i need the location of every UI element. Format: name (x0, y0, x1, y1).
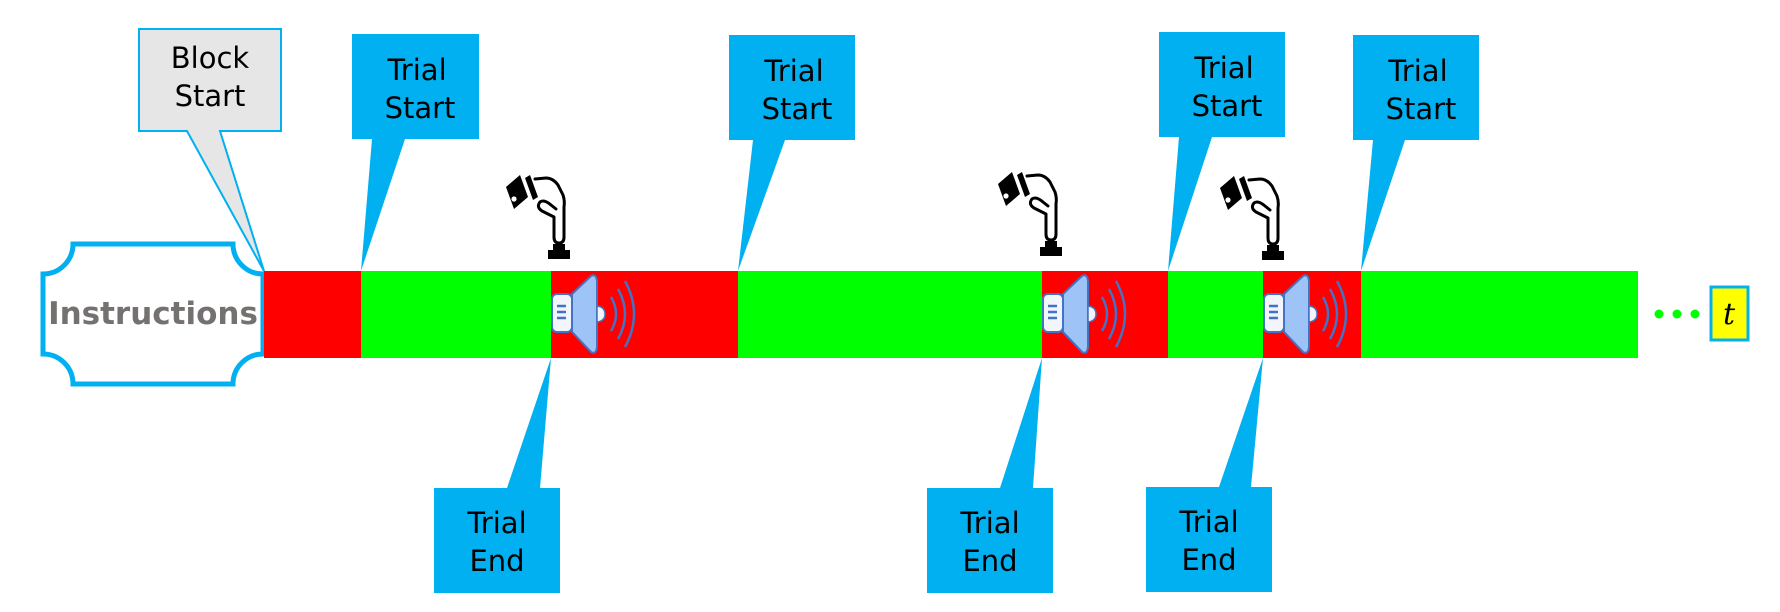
block-start-line1: Block (171, 41, 250, 75)
callout-line2: Start (1386, 92, 1457, 126)
callout-line1: Trial (1193, 51, 1253, 85)
callout-line1: Trial (466, 506, 526, 540)
callout-shape (434, 358, 560, 593)
callout-line1: Trial (1387, 54, 1447, 88)
hand-pressing-button-icon (996, 170, 1064, 258)
time-label-box (1709, 285, 1750, 342)
timeline-bar (264, 271, 1638, 358)
instructions-label: Instructions (48, 296, 258, 332)
hand-pressing-button-icon (504, 173, 572, 261)
segment-trial-3 (1168, 271, 1263, 358)
trial-start-callout-3: Trial Start (1159, 32, 1285, 271)
block-start-callout: Block Start (138, 28, 282, 272)
block-start-line2: Start (175, 79, 246, 113)
segment-pre-trial (264, 271, 361, 358)
callout-line1: Trial (959, 506, 1019, 540)
hand-pressing-button-icon (1218, 174, 1286, 262)
trial-end-callout-3: Trial End (1146, 358, 1272, 592)
segment-trial-2 (738, 271, 1042, 358)
callout-line1: Trial (386, 53, 446, 87)
callout-line1: Trial (1178, 505, 1238, 539)
callout-line1: Trial (763, 54, 823, 88)
callout-shape (352, 34, 479, 271)
callout-line2: End (962, 544, 1017, 578)
time-label: t (1723, 297, 1736, 332)
trial-end-callout-2: Trial End (927, 358, 1053, 593)
callout-line2: End (469, 544, 524, 578)
trial-start-callout-4: Trial Start (1353, 35, 1479, 271)
callout-shape (1353, 35, 1479, 271)
instructions-shape (40, 241, 266, 387)
trial-end-callout-1: Trial End (434, 358, 560, 593)
continuation-ellipsis (1654, 309, 1700, 319)
block-start-callout-shape (138, 28, 282, 272)
callout-shape (1159, 32, 1285, 271)
trial-start-callout-2: Trial Start (729, 35, 855, 271)
segment-trial-4 (1361, 271, 1638, 358)
ellipsis-dot (1690, 309, 1700, 319)
ellipsis-dot (1672, 309, 1682, 319)
instructions-box: Instructions (40, 241, 266, 387)
time-axis-label: t (1709, 285, 1750, 342)
callout-line2: Start (385, 91, 456, 125)
callout-line2: Start (1192, 89, 1263, 123)
callout-line2: Start (762, 92, 833, 126)
ellipsis-dot (1654, 309, 1664, 319)
callout-shape (729, 35, 855, 271)
callout-shape (927, 358, 1053, 593)
callout-shape (1146, 358, 1272, 592)
callout-line2: End (1181, 543, 1236, 577)
trial-start-callout-1: Trial Start (352, 34, 479, 271)
segment-trial-1 (361, 271, 551, 358)
